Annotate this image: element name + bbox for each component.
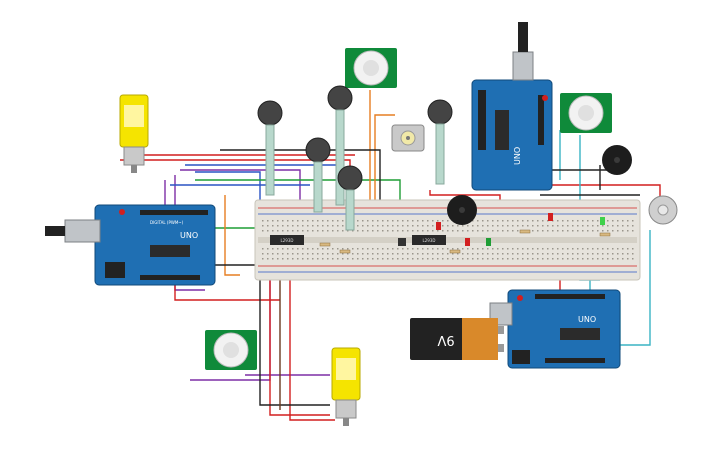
force-sensors (257, 85, 453, 231)
force-sensor-5 (427, 99, 453, 185)
dc-motor-top-left (119, 94, 149, 173)
breadboard-holes (262, 220, 634, 260)
force-sensor-1 (257, 100, 283, 196)
arduino-bottom-brand: UNO (578, 315, 596, 324)
led-green-2 (600, 217, 605, 225)
arduino-uno-bottom-right: UNO (489, 289, 621, 369)
arduino-uno-left: UNO DIGITAL (PWM~) (45, 204, 216, 286)
pir-sensor-bottom (205, 330, 257, 370)
pir-sensor-right (560, 93, 612, 133)
arduino-left-digital-label: DIGITAL (PWM~) (150, 220, 184, 225)
led-red-3 (548, 213, 553, 221)
potentiometer-knob (648, 195, 678, 225)
ic-right-label: L293D (423, 238, 436, 243)
dc-motor-bottom (331, 347, 361, 426)
buzzer-center (447, 195, 477, 225)
pir-sensor-top (345, 48, 397, 88)
arduino-uno-top-right: UNO (471, 22, 553, 191)
force-sensor-4 (337, 165, 363, 231)
battery-9v: 9V (410, 318, 504, 360)
battery-label: 9V (437, 332, 454, 347)
led-red-2 (465, 238, 470, 246)
led-green-1 (486, 238, 491, 246)
hobby-motor (391, 124, 425, 152)
pushbutton (398, 238, 406, 246)
arduino-top-brand: UNO (513, 147, 522, 165)
led-red-1 (436, 222, 441, 230)
resistors (319, 229, 611, 254)
force-sensor-2 (327, 85, 353, 206)
leds (436, 213, 605, 246)
force-sensor-3 (305, 137, 331, 213)
buzzer-right (602, 145, 632, 175)
ic-left: L293D (270, 235, 304, 245)
arduino-left-brand: UNO (180, 231, 198, 240)
ic-left-label: L293D (281, 238, 294, 243)
ic-right: L293D (412, 235, 446, 245)
